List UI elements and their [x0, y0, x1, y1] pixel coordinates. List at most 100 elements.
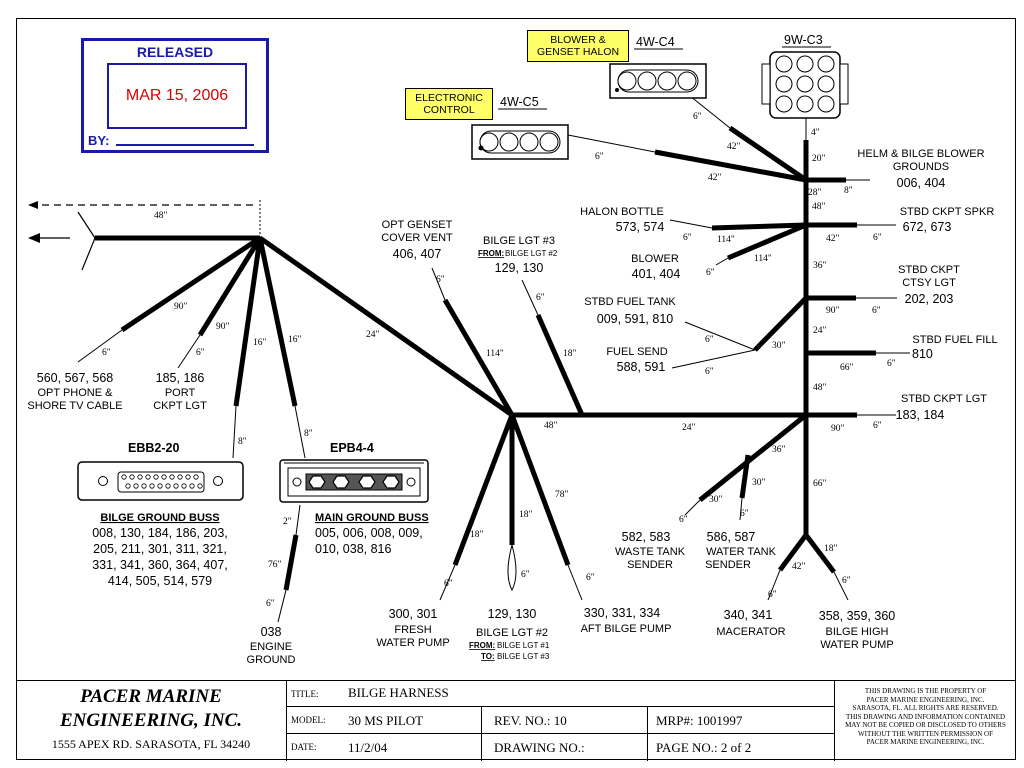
len-114: 114" [486, 349, 504, 359]
ckpt-lgt-wires: 183, 184 [896, 408, 945, 422]
len-6-k: 6" [683, 233, 692, 243]
c4-label-line1: BLOWER & [550, 34, 606, 46]
len-6-a: 6" [102, 348, 111, 358]
page-no: PAGE NO.: 2 of 2 [656, 740, 752, 755]
drawing-title: BILGE HARNESS [348, 685, 449, 700]
connector-9w-c3 [761, 51, 849, 119]
ebb2-20-busbar [77, 461, 244, 501]
len-48-s: 48" [813, 383, 827, 393]
wire-to-4w-c4 [728, 125, 808, 183]
wire-macerator [777, 533, 809, 572]
notice-line: PACER MARINE ENGINEERING, INC. [866, 738, 985, 746]
page-cell: PAGE NO.: 2 of 2 [648, 734, 835, 761]
connector-c4-label-box: BLOWER &GENSET HALON [527, 30, 629, 62]
engine-gnd-2: ENGINE [250, 641, 292, 653]
opt-genset-title-1: OPT GENSET [382, 219, 453, 231]
fresh-title-2: WATER PUMP [376, 637, 449, 649]
len-16-b: 16" [288, 335, 302, 345]
len-16-a: 16" [253, 338, 267, 348]
len-6-g: 6" [521, 570, 530, 580]
wire-fuel [753, 296, 808, 352]
bilge2-title: BILGE LGT #2 [476, 627, 548, 639]
notice-line: SARASOTA, FL. ALL RIGHTS ARE RESERVED. [852, 704, 999, 712]
len-6-i: 6" [693, 112, 702, 122]
lead-4w-c4 [689, 95, 731, 129]
lead-fuel-tank [684, 321, 756, 351]
len-6-e: 6" [536, 293, 545, 303]
wire-epb-branch [257, 237, 298, 407]
spkr-wires: 672, 673 [903, 220, 952, 234]
bilge2-from-label: FROM: [469, 641, 495, 650]
title-label: TITLE: [291, 689, 319, 699]
bilge2-to-label: TO: [481, 652, 495, 661]
ctsy-title-1: STBD CKPT [898, 264, 960, 276]
fresh-wires: 300, 301 [389, 607, 438, 621]
notice-line: PACER MARINE ENGINEERING, INC. [866, 695, 985, 704]
len-4: 4" [811, 128, 820, 138]
engine-gnd-1: 038 [261, 625, 282, 639]
main-buss-wires-2: 010, 038, 816 [315, 542, 392, 556]
len-20: 20" [812, 154, 826, 164]
len-18-d: 18" [824, 544, 838, 554]
fuel-fill-wires: 810 [912, 347, 933, 361]
len-6-m: 6" [706, 268, 715, 278]
wire-waste [698, 413, 808, 502]
phone-title-1: OPT PHONE & [38, 387, 114, 399]
stamp-date: MAR 15, 2006 [107, 63, 247, 129]
engine-gnd-3: GROUND [247, 654, 296, 666]
len-8-a: 8" [238, 437, 247, 447]
lead-ebb [232, 405, 237, 459]
lead-water [739, 497, 743, 521]
bilge2-wires: 129, 130 [488, 607, 537, 621]
bilge-buss-wires-1: 008, 130, 184, 186, 203, [92, 526, 228, 540]
main-buss-title: MAIN GROUND BUSS [315, 512, 429, 524]
ebb-label: EBB2-20 [128, 441, 179, 455]
bilge2-from: BILGE LGT #1 [497, 641, 550, 650]
len-6-r: 6" [873, 421, 882, 431]
len-90-d: 90" [831, 424, 845, 434]
date-cell: DATE: 11/2/04 [286, 734, 482, 761]
notice-line: THIS DRAWING AND INFORMATION CONTAINED [845, 712, 1006, 721]
len-18-a: 18" [563, 349, 577, 359]
ctsy-title-2: CTSY LGT [902, 277, 956, 289]
blower-wires: 401, 404 [632, 267, 681, 281]
stamp-signature-line [116, 144, 254, 146]
company-name-2: ENGINEERING, INC. [59, 710, 243, 731]
len-24: 24" [366, 330, 380, 340]
bilge-buss-wires-2: 205, 211, 301, 311, 321, [93, 542, 227, 556]
wire-phone-branch [120, 235, 262, 333]
fuel-send-wires: 588, 591 [617, 360, 666, 374]
wire-main-diag [258, 235, 514, 418]
len-114-c: 114" [754, 254, 772, 264]
rev-cell: REV. NO.: 10 [482, 707, 648, 734]
len-6-v: 6" [842, 576, 851, 586]
len-66: 66" [840, 363, 854, 373]
port-title-1: PORT [165, 387, 196, 399]
len-6-t: 6" [740, 509, 749, 519]
spkr-title: STBD CKPT SPKR [900, 206, 995, 218]
len-6-b: 6" [196, 348, 205, 358]
breakout-fork-b [81, 237, 96, 271]
mrp-cell: MRP#: 1001997 [648, 707, 835, 734]
title-cell: TITLE: BILGE HARNESS [286, 681, 835, 707]
wire-high-water [804, 533, 836, 574]
connector-c4-label: 4W-C4 [636, 35, 675, 49]
lead-phone [77, 329, 123, 363]
len-8-b: 8" [304, 429, 313, 439]
len-24-r: 24" [813, 326, 827, 336]
phone-wires: 560, 567, 568 [37, 371, 114, 385]
len-42-d: 42" [792, 562, 806, 572]
connector-4w-c5 [471, 124, 569, 160]
lead-epb [294, 405, 306, 459]
len-30-c: 30" [709, 495, 723, 505]
len-30-b: 30" [752, 478, 766, 488]
model-value: 30 MS PILOT [348, 713, 424, 728]
helm-title-2: GROUNDS [893, 161, 949, 173]
bilge2-lamp-lead [507, 544, 517, 592]
fuel-fill-title: STBD FUEL FILL [912, 334, 997, 346]
len-6-c: 6" [266, 599, 275, 609]
drawing-frame [16, 18, 1016, 760]
